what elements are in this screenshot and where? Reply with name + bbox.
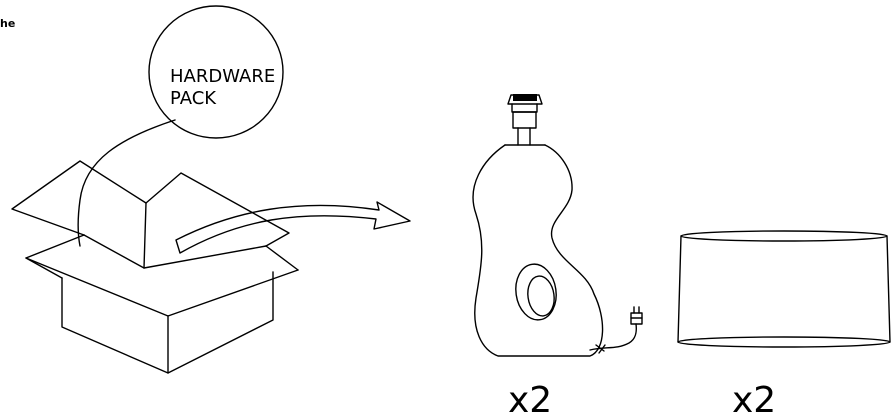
hardware-label-line2: PACK (170, 88, 217, 109)
curved-arrow (175, 201, 411, 254)
lamp-socket-cap (513, 94, 537, 101)
lamp-shade-quantity: x2 (732, 380, 776, 418)
lamp-body-outline (472, 144, 604, 357)
hardware-leader-line (77, 119, 176, 247)
hardware-pack-bubble: HARDWARE PACK (148, 5, 284, 139)
lamp-shade (677, 230, 891, 348)
lamp-base (472, 94, 643, 357)
cardboard-box (11, 160, 299, 374)
lamp-base-quantity: x2 (508, 380, 552, 418)
cropped-corner-text: he (0, 17, 16, 30)
hardware-label-line1: HARDWARE (170, 66, 275, 87)
